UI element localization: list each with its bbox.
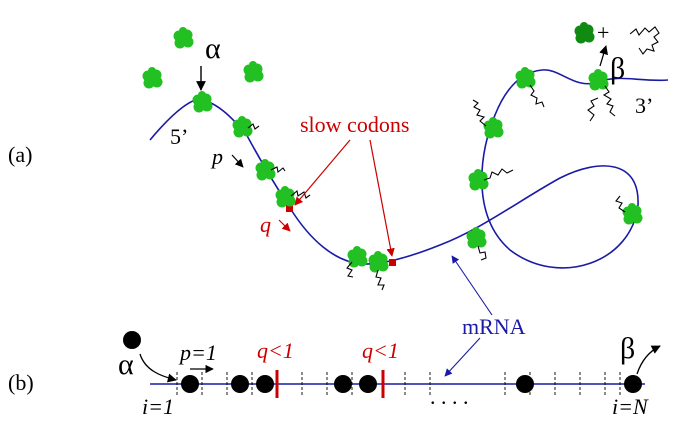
panel-label-a: (a) [8,142,32,167]
hop-arrow-q [279,220,290,231]
hop-arrow-p [232,155,243,167]
ribosome-icon [369,251,389,273]
exit-arrow [600,46,606,66]
particle-icon [624,375,642,393]
protein-chain-icon [248,27,659,290]
last-site-label: i=N [612,394,649,419]
free-ribosome-icon [244,61,264,83]
exit-arrow-b [637,346,660,374]
entry-arrow-b [140,354,176,380]
mrna-label: mRNA [462,314,526,339]
slow-codon-marker [389,259,396,266]
three-prime-label: 3’ [635,93,653,118]
first-site-label: i=1 [142,394,174,419]
hop-rate-q-label: q [260,212,271,237]
mrna-strand [150,70,668,268]
hop-rate-p-eq-1: p=1 [178,340,217,365]
mrna-pointer [445,338,480,376]
particle-icon [231,375,249,393]
ellipsis-dots: . . . . [430,384,469,409]
alpha-label-b: α [118,348,134,381]
particle-icon [359,375,377,393]
five-prime-label: 5’ [170,124,188,149]
particle-icon [123,331,141,349]
particle-icon [181,375,199,393]
beta-label-b: β [620,332,635,365]
particle-icon [334,375,352,393]
slow-codons-label: slow codons [300,112,409,137]
plus-sign: + [597,20,609,45]
mrna-pointer [452,256,492,315]
slow-rate-label-2: q<1 [362,338,399,363]
ribosome-icon [484,117,504,139]
particle-icon [516,375,534,393]
ribosome-icon [467,227,487,249]
particle-icon [256,375,274,393]
panel-label-b: (b) [8,370,34,395]
ribosome-icon [193,91,213,113]
released-ribosome-icon [575,22,595,44]
ribosome-icon [516,67,536,89]
slow-rate-label-1: q<1 [257,338,294,363]
free-ribosome-icon [174,27,194,49]
slow-codon-pointer [370,140,392,256]
beta-label-a: β [610,52,625,85]
hop-rate-p-label: p [210,144,223,169]
ribosome-icon [623,203,643,225]
slow-codon-pointer [295,140,350,205]
alpha-label-a: α [205,32,221,65]
free-ribosome-icon [143,67,163,89]
